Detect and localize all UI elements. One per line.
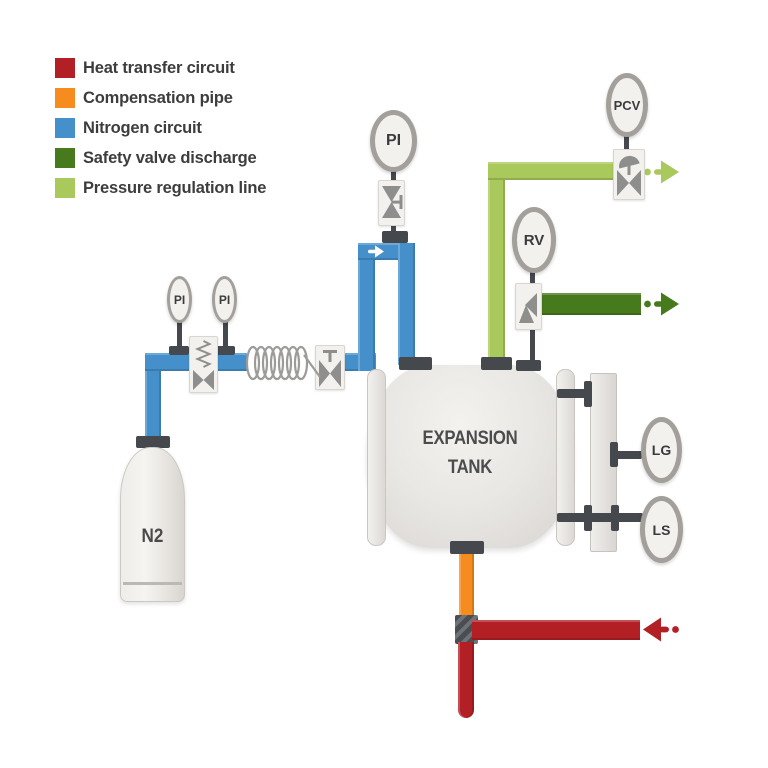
expansion-tank bbox=[367, 365, 573, 548]
stub-flange bbox=[584, 505, 592, 531]
stem-foot bbox=[169, 346, 189, 355]
tank-nozzle-bottom bbox=[450, 541, 484, 554]
pressure-gauge-pi-1: PI bbox=[167, 276, 192, 323]
legend-label: Safety valve discharge bbox=[83, 148, 257, 167]
pressure-gauge-pi-line: PI bbox=[370, 110, 417, 172]
gauge-stem bbox=[391, 170, 396, 182]
gauge-tag: LG bbox=[651, 442, 672, 458]
heat-pipe-vertical bbox=[458, 642, 474, 718]
tank-nozzle-regulation bbox=[481, 357, 512, 370]
gauge-ls: LS bbox=[640, 496, 683, 563]
gauge-tag: PI bbox=[385, 132, 402, 149]
gauge-pcv: PCV bbox=[606, 73, 648, 137]
legend-swatch-compensation bbox=[55, 88, 75, 108]
legend-item: Safety valve discharge bbox=[55, 148, 266, 168]
legend: Heat transfer circuit Compensation pipe … bbox=[55, 58, 266, 208]
gauge-stem bbox=[530, 270, 535, 284]
stub-flange bbox=[610, 442, 618, 467]
compensation-pipe bbox=[459, 552, 474, 618]
tank-nozzle-nitrogen bbox=[399, 357, 432, 370]
flow-direction-arrow-icon bbox=[368, 245, 384, 258]
legend-swatch-safety bbox=[55, 148, 75, 168]
legend-label: Pressure regulation line bbox=[83, 178, 267, 197]
pipe-tap-collar bbox=[382, 231, 408, 243]
legend-label: Heat transfer circuit bbox=[83, 58, 235, 77]
gauge-stem bbox=[624, 135, 629, 151]
flexible-coil-hose-icon bbox=[246, 345, 321, 381]
shutoff-valve-icon bbox=[315, 345, 345, 390]
legend-swatch-regulation bbox=[55, 178, 75, 198]
pcv-control-valve-icon bbox=[613, 149, 645, 200]
gauge-lg: LG bbox=[641, 417, 682, 483]
cylinder-rim bbox=[123, 582, 182, 585]
legend-swatch-nitrogen bbox=[55, 118, 75, 138]
nitrogen-pipe-up-leg bbox=[358, 243, 375, 371]
legend-swatch-heat bbox=[55, 58, 75, 78]
pressure-regulator-valve-icon bbox=[189, 336, 218, 393]
tank-left-flange bbox=[367, 369, 386, 546]
tank-label-line1: EXPANSION bbox=[422, 428, 518, 449]
gauge-tag: PI bbox=[173, 292, 186, 307]
legend-item: Pressure regulation line bbox=[55, 178, 266, 198]
nitrogen-pipe-riser bbox=[145, 354, 161, 438]
heat-pipe-horizontal bbox=[472, 620, 640, 640]
safety-outlet-arrow-icon bbox=[644, 292, 679, 316]
safety-discharge-pipe bbox=[540, 293, 641, 315]
relief-valve-icon bbox=[515, 283, 542, 330]
n2-cylinder: N2 bbox=[120, 447, 185, 602]
stem-foot bbox=[215, 346, 235, 355]
gauge-tag: RV bbox=[523, 231, 545, 249]
tank-nozzle-relief bbox=[516, 360, 541, 371]
nitrogen-pipe-down-leg bbox=[398, 243, 415, 365]
tank-stub-bottom bbox=[557, 513, 643, 522]
legend-label: Nitrogen circuit bbox=[83, 118, 202, 137]
legend-item: Heat transfer circuit bbox=[55, 58, 266, 78]
legend-item: Compensation pipe bbox=[55, 88, 266, 108]
stub-flange bbox=[584, 381, 592, 407]
gauge-rv: RV bbox=[512, 207, 556, 273]
regulation-outlet-arrow-icon bbox=[644, 160, 679, 184]
regulation-pipe-vertical bbox=[488, 162, 505, 365]
gauge-tag: PI bbox=[218, 292, 231, 307]
legend-label: Compensation pipe bbox=[83, 88, 233, 107]
heat-inlet-arrow-icon bbox=[643, 617, 679, 642]
cylinder-label: N2 bbox=[141, 526, 164, 547]
gauge-tag: LS bbox=[652, 521, 671, 538]
legend-item: Nitrogen circuit bbox=[55, 118, 266, 138]
valve-stem bbox=[391, 222, 396, 233]
tank-label: EXPANSION TANK bbox=[398, 424, 542, 482]
regulation-pipe-horizontal bbox=[488, 162, 614, 180]
tank-right-flange bbox=[556, 369, 575, 546]
gauge-tag: PCV bbox=[613, 97, 641, 113]
lg-stub bbox=[614, 451, 642, 459]
tank-label-line2: TANK bbox=[447, 457, 493, 478]
gauge-stem bbox=[177, 321, 182, 354]
valve-stem bbox=[530, 327, 535, 362]
stub-flange bbox=[611, 505, 619, 531]
isolation-valve-icon bbox=[378, 180, 405, 226]
gauge-stem bbox=[223, 321, 228, 354]
pressure-gauge-pi-2: PI bbox=[212, 276, 237, 323]
cylinder-neck-collar bbox=[136, 436, 170, 448]
tank-stub-top bbox=[557, 389, 591, 398]
